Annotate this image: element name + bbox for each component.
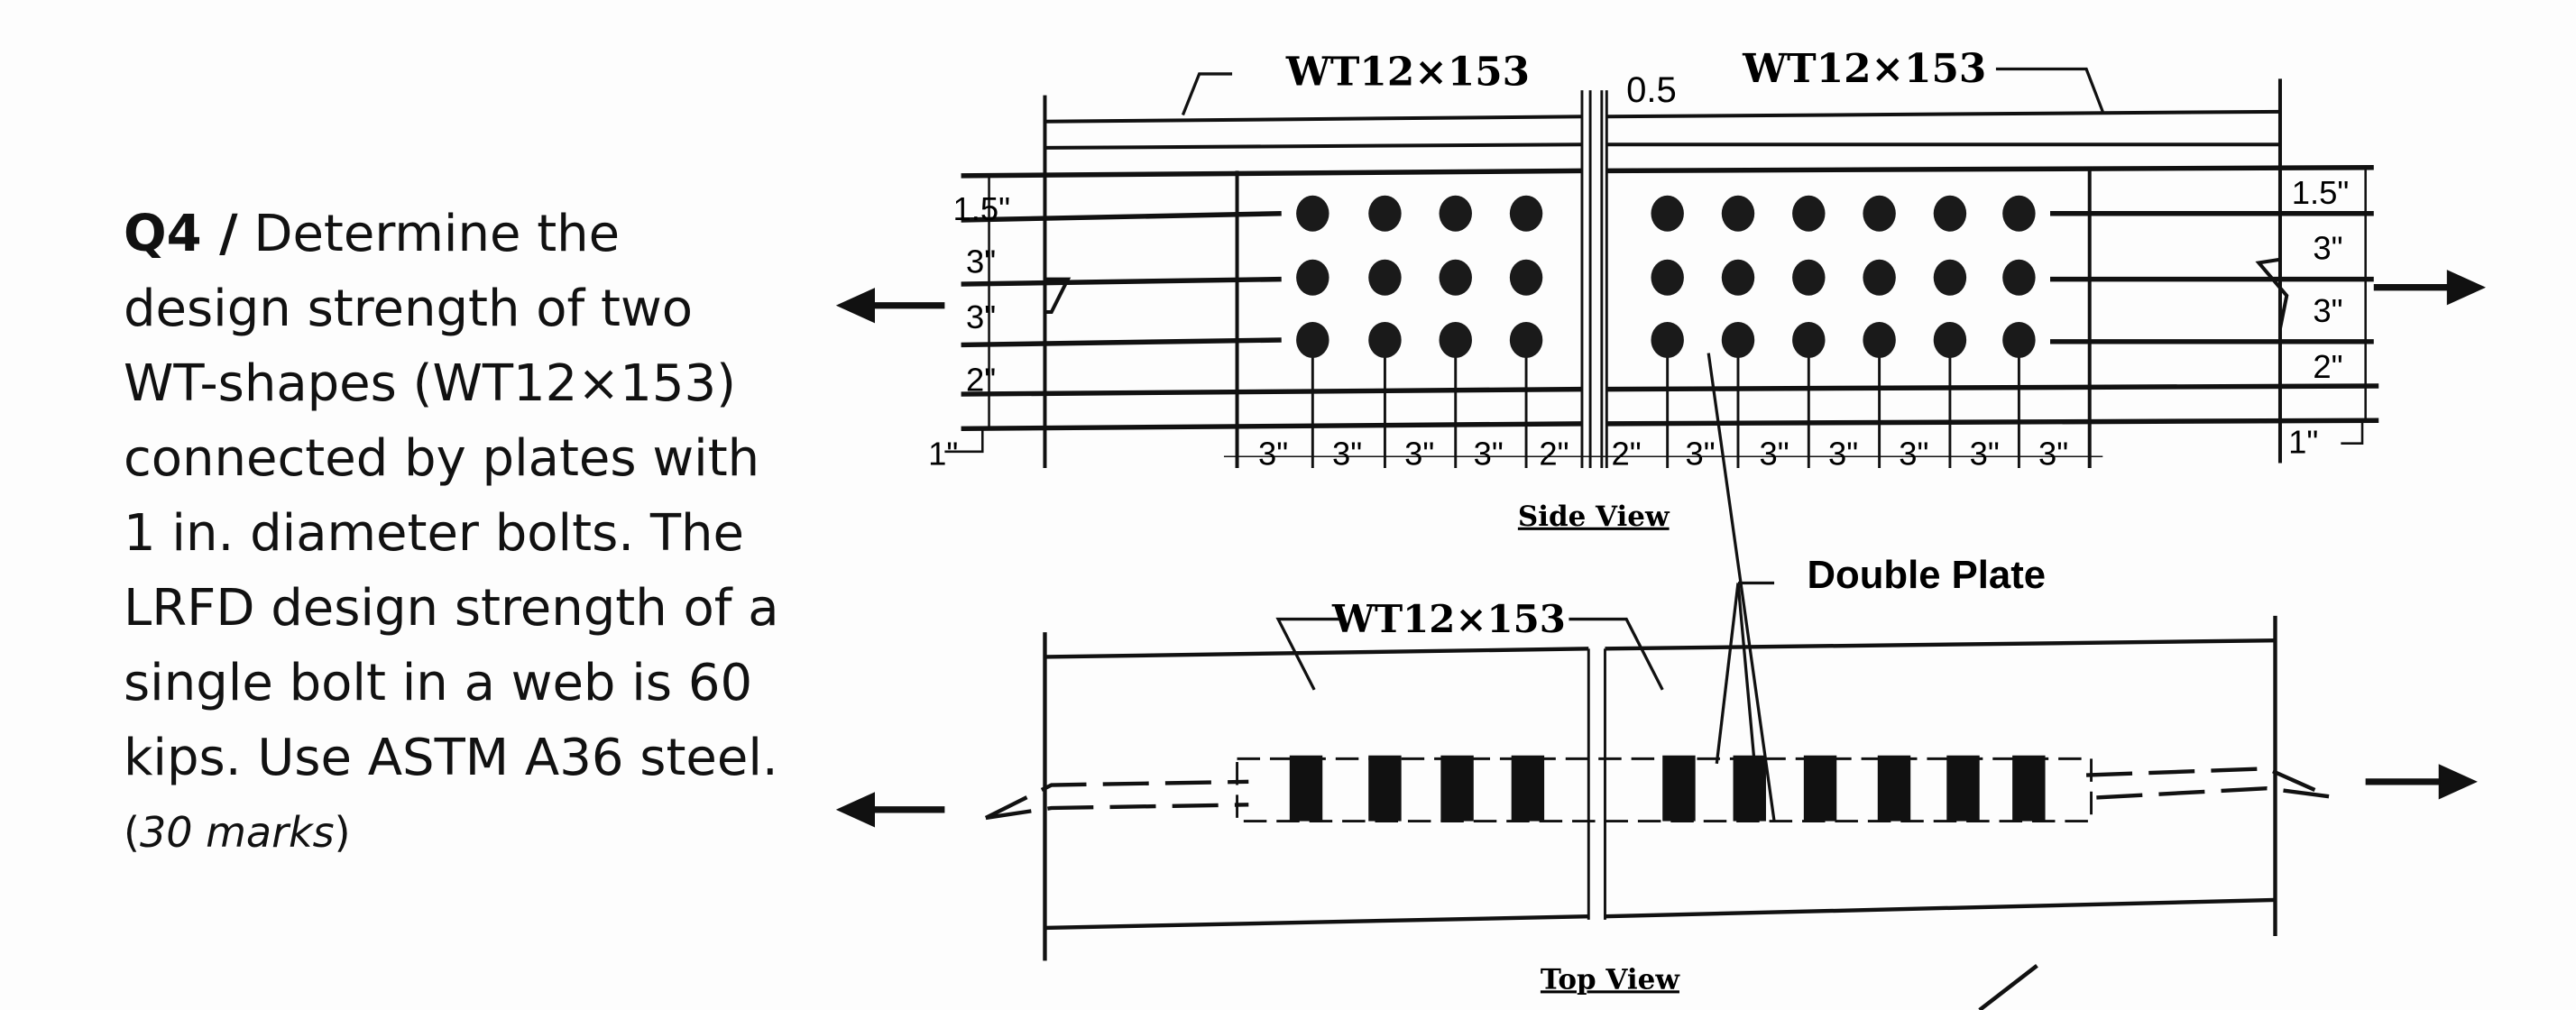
bolt-hole (1651, 195, 1684, 232)
bolt-section (1511, 755, 1545, 822)
svg-text:1": 1" (2288, 424, 2318, 461)
tension-arrows (835, 270, 2486, 828)
side-view-title: Side View (1518, 500, 1670, 533)
svg-text:1.5": 1.5" (952, 190, 1010, 227)
gap-dimension: 0.5 (1626, 70, 1677, 110)
bottom-dimensions: 3" 3" 3" 3" 2" 2" 3" 3" 3" 3" 3" 3" (1258, 435, 2068, 472)
bolt-hole (1651, 259, 1684, 296)
question-line: single bolt in a web is 60 (124, 654, 753, 712)
bottom-dimension: 2" (1612, 435, 1642, 472)
question-line: kips. Use ASTM A36 steel. (124, 729, 778, 787)
bolt-hole (1296, 195, 1329, 232)
question-text: Q4 / Determine the design strength of tw… (124, 197, 809, 870)
bolt-hole (1933, 259, 1967, 296)
side-view (944, 67, 2379, 469)
question-line: Determine the (253, 205, 621, 263)
bolt-hole (1296, 321, 1329, 359)
bolt-hole (1792, 195, 1826, 232)
bolt-hole (2002, 321, 2036, 359)
question-line: LRFD design strength of a (124, 579, 779, 638)
right-dimensions: 1.5" 3" 3" 2" 1" (2288, 174, 2349, 461)
bolt-hole (1721, 195, 1755, 232)
bolt-hole (1933, 321, 1967, 359)
bottom-dimension: 3" (2038, 435, 2068, 472)
bolt-section (1662, 755, 1696, 822)
svg-text:3": 3" (966, 298, 996, 335)
bolt-hole (1509, 321, 1543, 359)
question-line: connected by plates with (124, 429, 760, 488)
bottom-dimension: 3" (1970, 435, 2000, 472)
bolt-hole (1439, 259, 1472, 296)
left-dimensions: 1.5" 3" 3" 2" 1" (928, 190, 1010, 472)
double-plate-label: Double Plate (1807, 553, 2046, 597)
bolt-section (1440, 755, 1474, 822)
double-plate-leader (1707, 353, 1776, 822)
right-shape-label: WT12×153 (1742, 46, 1986, 92)
top-view-title: Top View (1541, 963, 1680, 996)
bolt-section (1877, 755, 1911, 822)
bolt-hole (1863, 259, 1896, 296)
bolt-hole (1792, 321, 1826, 359)
bolt-hole (1368, 321, 1402, 359)
bottom-dimension: 3" (1404, 435, 1434, 472)
bolt-section (1803, 755, 1837, 822)
svg-text:3": 3" (2313, 292, 2342, 329)
svg-text:2": 2" (2313, 348, 2342, 385)
bottom-dimension: 2" (1539, 435, 1569, 472)
bolt-section (1289, 755, 1323, 822)
bolt-hole (1863, 321, 1896, 359)
bottom-dimension: 3" (1686, 435, 1716, 472)
bolt-hole (1368, 259, 1402, 296)
svg-text:3": 3" (2313, 230, 2342, 267)
top-view-bolts (1289, 755, 2046, 822)
top-view (984, 615, 2331, 1010)
bottom-dimension: 3" (1258, 435, 1288, 472)
bolt-hole (1863, 195, 1896, 232)
svg-text:1.5": 1.5" (2292, 174, 2350, 211)
marks: (30 marks) (124, 808, 351, 857)
left-shape-label: WT12×153 (1285, 50, 1530, 96)
bottom-dimension: 3" (1828, 435, 1858, 472)
bolt-hole (1439, 195, 1472, 232)
bolt-hole (1721, 321, 1755, 359)
question-line: 1 in. diameter bolts. The (124, 504, 744, 563)
bolt-hole (1509, 259, 1543, 296)
svg-text:3": 3" (966, 243, 996, 280)
bolt-pattern (1296, 195, 2036, 469)
bolt-section (1368, 755, 1402, 822)
bolt-hole (2002, 195, 2036, 232)
bolt-hole (1721, 259, 1755, 296)
bottom-dimension: 3" (1899, 435, 1928, 472)
bolt-section (1946, 755, 1980, 822)
bolt-hole (1933, 195, 1967, 232)
bolt-hole (1509, 195, 1543, 232)
bolt-hole (1792, 259, 1826, 296)
bolt-section (2012, 755, 2046, 822)
svg-text:1": 1" (928, 435, 958, 472)
question-number: Q4 / (124, 205, 238, 263)
bottom-dimension: 3" (1759, 435, 1789, 472)
bolt-section (1733, 755, 1766, 822)
bolt-hole (1439, 321, 1472, 359)
bolt-hole (1368, 195, 1402, 232)
svg-text:2": 2" (966, 361, 996, 398)
question-line: design strength of two (124, 280, 694, 338)
bolt-hole (1651, 321, 1684, 359)
bolt-hole (1296, 259, 1329, 296)
question-line: WT-shapes (WT12×153) (124, 354, 736, 413)
top-shape-label: WT12×153 (1331, 597, 1566, 641)
bottom-dimension: 3" (1474, 435, 1504, 472)
bolt-hole (2002, 259, 2036, 296)
bottom-dimension: 3" (1332, 435, 1362, 472)
